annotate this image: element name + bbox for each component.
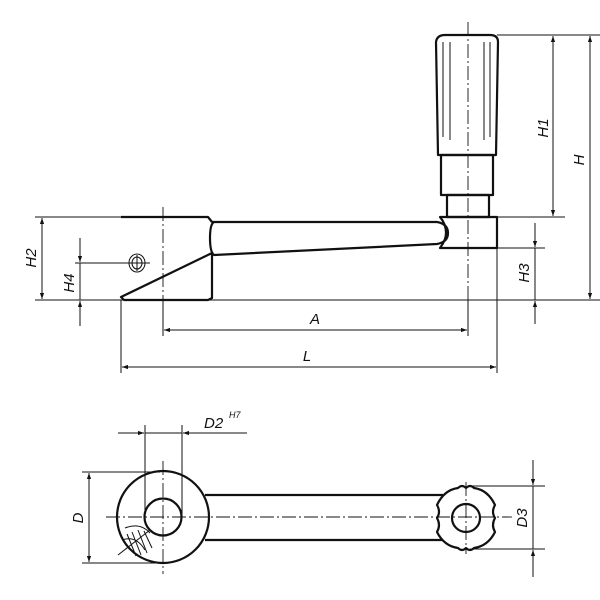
handle-grip [434,33,500,157]
label-d2-tolerance: H7 [229,410,241,420]
label-l: L [303,348,311,365]
label-a: A [309,311,320,328]
label-h3: H3 [516,263,533,283]
handle-boss [438,215,499,250]
hatch-section [117,525,153,557]
top-extension-lines [82,425,545,564]
label-h4: H4 [61,273,78,292]
top-view: D D2 H7 D3 [70,410,545,577]
crank-arm [207,216,450,257]
extension-lines [35,34,600,373]
top-arm [205,493,443,542]
label-h2: H2 [23,248,40,268]
hub-outline [119,215,214,302]
label-d: D [70,512,87,523]
handle-boss-top [435,484,497,552]
grip-grooves [442,42,491,140]
label-d3: D3 [514,508,531,528]
handle-collar [439,153,495,197]
side-view: H1 H H2 H4 H3 A L [23,22,600,373]
label-h1: H1 [535,118,552,137]
label-h: H [571,154,588,165]
label-d2: D2 [204,415,224,432]
